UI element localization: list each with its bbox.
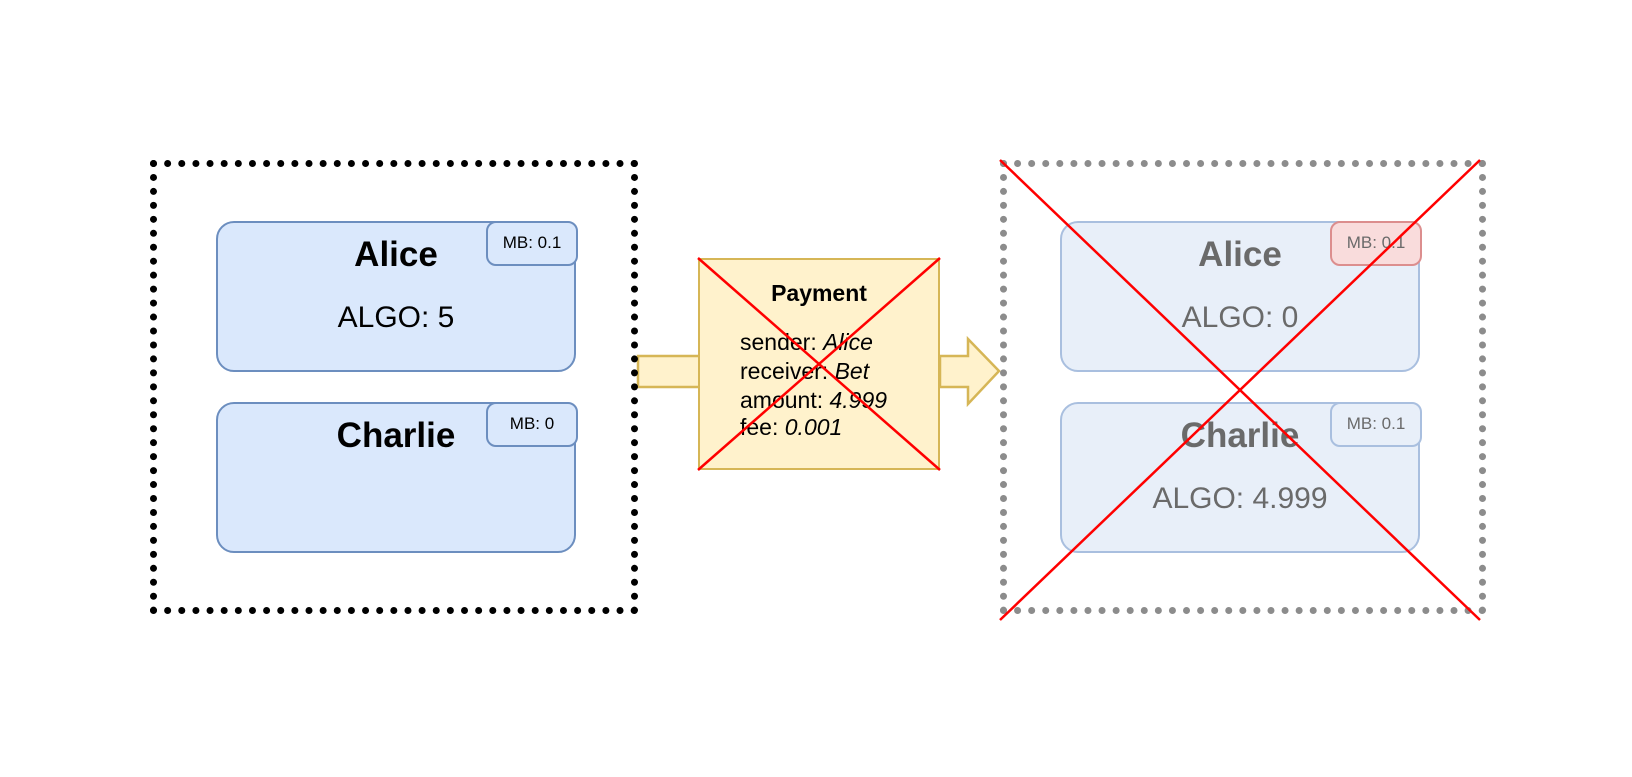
min-balance-badge: MB: 0 [486, 401, 578, 447]
account-balance: ALGO: 4.999 [1152, 482, 1328, 515]
field-fee: fee: 0.001 [740, 414, 843, 440]
account-name: Charlie [1180, 416, 1300, 455]
arrow-in-body [636, 354, 702, 389]
account-card-alice-before: Alice ALGO: 5 MB: 0.1 [216, 220, 578, 372]
account-balance: ALGO: 5 [337, 301, 455, 334]
account-name: Alice [354, 235, 438, 274]
after-state-cross-icon [999, 159, 1481, 621]
state-before-group [150, 160, 638, 614]
account-name: Charlie [336, 416, 456, 455]
min-balance-badge-warning: MB: 0.1 [1330, 220, 1422, 266]
account-name: Alice [1198, 235, 1282, 274]
account-balance: ALGO: 0 [1181, 301, 1299, 334]
min-balance-badge: MB: 0.1 [1330, 401, 1422, 447]
state-after-group [1000, 160, 1486, 614]
account-card-alice-after: Alice ALGO: 0 MB: 0.1 [1060, 220, 1422, 372]
payment-cross-icon [697, 257, 941, 471]
arrow-out [938, 335, 1001, 408]
account-card-charlie-after: Charlie ALGO: 4.999 MB: 0.1 [1060, 401, 1422, 553]
field-receiver: receiver: Bet [740, 358, 870, 384]
min-balance-badge: MB: 0.1 [486, 220, 578, 266]
payment-title: Payment [771, 280, 867, 306]
account-card-charlie-before: Charlie MB: 0 [216, 401, 578, 553]
